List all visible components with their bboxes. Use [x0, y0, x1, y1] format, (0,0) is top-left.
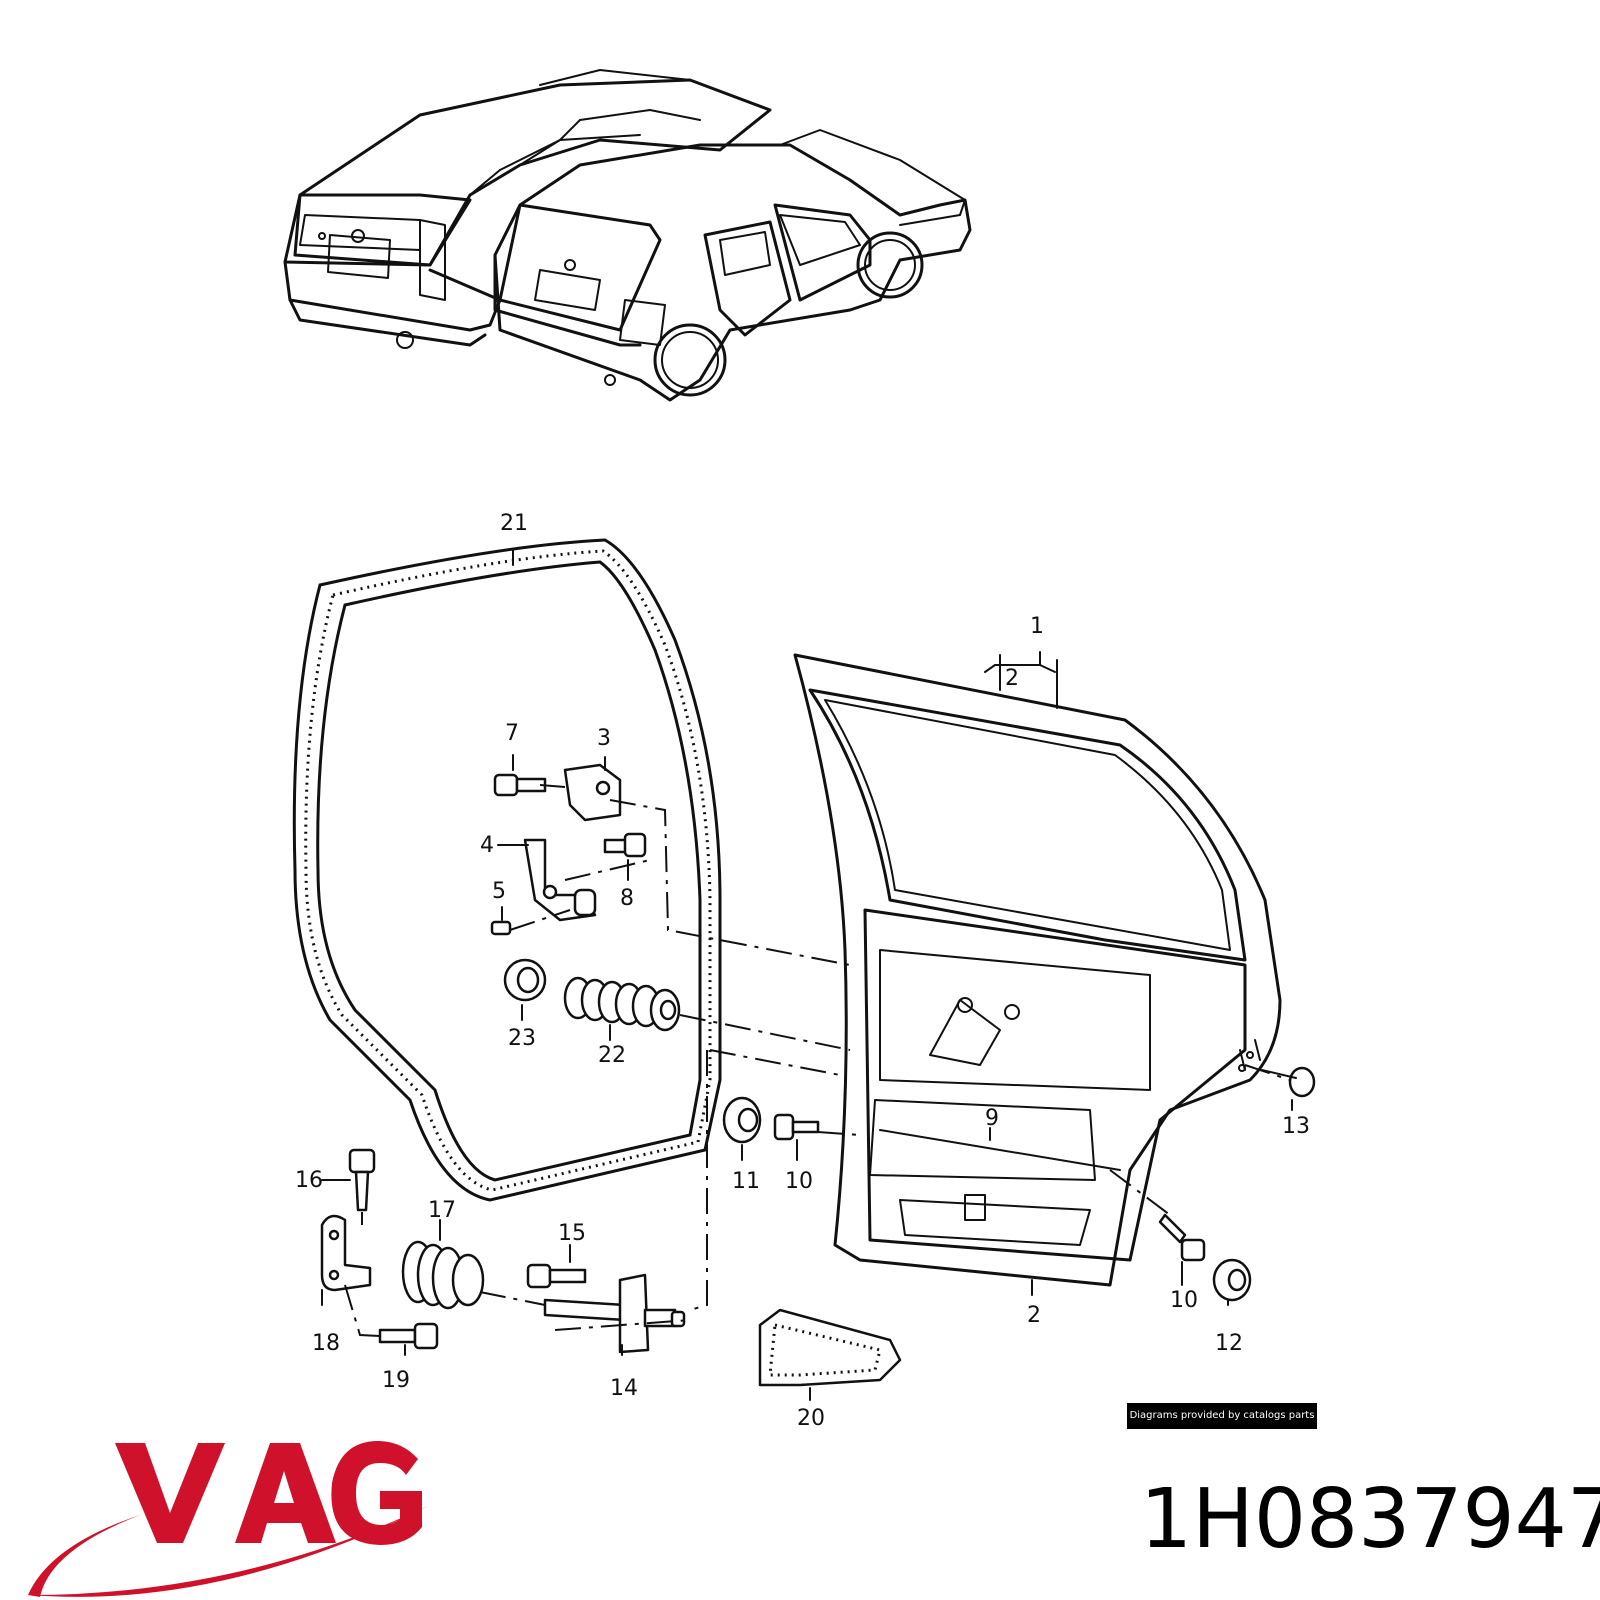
bolt-10-upper — [773, 1113, 820, 1141]
bolt-8 — [603, 832, 647, 858]
callout-19: 19 — [382, 1368, 410, 1393]
pad-20 — [758, 1308, 902, 1387]
callout-16: 16 — [295, 1168, 323, 1193]
callout-2-bottom: 2 — [1027, 1303, 1041, 1328]
part-number: 1H0837947 — [1140, 1472, 1600, 1567]
callout-12: 12 — [1215, 1331, 1243, 1356]
logo-letter-v — [115, 1443, 225, 1543]
callout-4: 4 — [480, 833, 494, 858]
rear-door-shell — [793, 653, 1282, 1287]
callout-17: 17 — [428, 1198, 456, 1223]
bellows-22 — [563, 976, 681, 1032]
callout-10-lower: 10 — [1170, 1288, 1198, 1313]
door-seal-21 — [292, 538, 722, 1202]
callout-22: 22 — [598, 1043, 626, 1068]
callout-3: 3 — [597, 726, 611, 751]
grommet-12 — [1212, 1258, 1252, 1302]
sedan-car-icon — [283, 69, 772, 349]
callout-15: 15 — [558, 1221, 586, 1246]
callout-20: 20 — [797, 1406, 825, 1431]
bolt-15 — [526, 1263, 587, 1289]
car-illustration — [283, 69, 972, 402]
cap-13 — [1288, 1066, 1316, 1098]
callout-8: 8 — [620, 886, 634, 911]
callout-2-top: 2 — [1005, 666, 1019, 691]
bolt-7 — [493, 773, 547, 797]
leader-lines — [321, 549, 1297, 1401]
hinge-upper-3 — [563, 763, 622, 822]
hinge-lower-4 — [523, 838, 597, 922]
bracket-18 — [320, 1214, 372, 1292]
callout-11: 11 — [732, 1169, 760, 1194]
pin-5 — [490, 920, 512, 936]
vag-logo — [28, 1441, 430, 1597]
bolt-10-lower — [1158, 1213, 1206, 1262]
callout-labels: 21 1 2 7 3 4 8 5 23 22 9 13 16 11 10 17 … — [295, 511, 1310, 1431]
callout-14: 14 — [610, 1376, 638, 1401]
grommet-11 — [722, 1096, 762, 1144]
callout-10-upper: 10 — [785, 1169, 813, 1194]
logo-letter-g — [331, 1441, 422, 1545]
callout-23: 23 — [508, 1026, 536, 1051]
callout-13: 13 — [1282, 1114, 1310, 1139]
callout-7: 7 — [505, 721, 519, 746]
callout-9: 9 — [985, 1106, 999, 1131]
callout-18: 18 — [312, 1331, 340, 1356]
bolt-16 — [348, 1148, 376, 1212]
diagram-credit: Diagrams provided by catalogs parts — [1127, 1403, 1317, 1429]
bellows-17 — [401, 1240, 485, 1310]
grommet-23 — [503, 958, 547, 1002]
door-check-14 — [543, 1273, 686, 1354]
callout-21: 21 — [500, 511, 528, 536]
logo-swoosh-arc — [30, 1505, 430, 1597]
bolt-19 — [378, 1322, 439, 1350]
logo-swoosh — [28, 1515, 140, 1597]
logo-letter-a — [235, 1443, 336, 1543]
callout-1: 1 — [1030, 614, 1044, 639]
hatchback-car-icon — [493, 129, 972, 402]
callout-5: 5 — [492, 879, 506, 904]
